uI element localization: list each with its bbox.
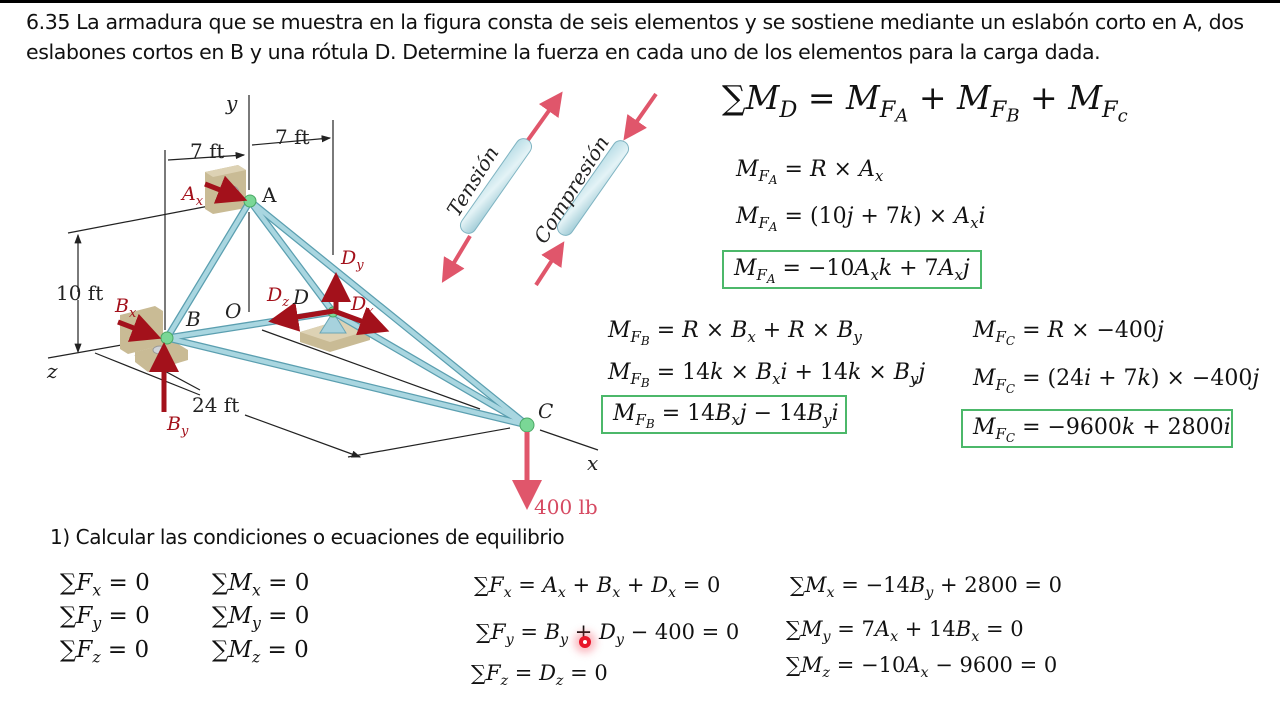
joint-C: [519, 417, 535, 433]
axis-z-label: z: [46, 359, 58, 383]
dimension-lines: [47, 95, 599, 458]
node-O-label: O: [225, 299, 241, 323]
problem-statement: 6.35 La armadura que se muestra en la fi…: [26, 7, 1256, 67]
force-Dy-label: Dy: [340, 247, 364, 273]
reaction-arrows: [117, 175, 390, 412]
dim-height-label: 10 ft: [56, 281, 103, 305]
joint-B: [160, 331, 174, 345]
legend-tension: [441, 91, 563, 283]
general-sum-mz: ∑Mz = 0: [212, 637, 309, 667]
legend-compression: [534, 92, 658, 287]
axis-y-label: y: [225, 91, 238, 115]
mfc-line-2: MFC = (24i + 7k) × −400j: [973, 366, 1260, 397]
general-sum-fx: ∑Fx = 0: [60, 570, 150, 600]
dim-left-label: 7 ft: [190, 139, 225, 163]
node-A-label: A: [261, 183, 277, 207]
top-border: [0, 0, 1280, 3]
force-Bx-label: Bx: [114, 295, 137, 321]
sum-mx-equation: ∑Mx = −14By + 2800 = 0: [790, 573, 1063, 601]
truss-figure: y x z 7 ft 7 ft 10 ft 24 ft A B C D O 40…: [46, 91, 658, 519]
mfb-line-1: MFB = R × Bx + R × By: [608, 318, 862, 349]
general-sum-mx: ∑Mx = 0: [212, 570, 310, 600]
node-D-label: D: [292, 285, 309, 309]
sum-my-equation: ∑My = 7Ax + 14Bx = 0: [786, 617, 1024, 645]
axis-x-label: x: [587, 451, 598, 475]
mouse-cursor-indicator: [579, 636, 591, 648]
mfa-line-2: MFA = (10j + 7k) × Axi: [736, 204, 986, 235]
truss-members: [163, 197, 531, 429]
arrow-Bx: [117, 313, 162, 342]
sum-fx-equation: ∑Fx = Ax + Bx + Dx = 0: [474, 573, 721, 601]
arrow-Ax: [204, 175, 248, 204]
step-1-title: 1) Calcular las condiciones o ecuaciones…: [50, 525, 565, 549]
sum-fy-equation: ∑Fy = By + Dy − 400 = 0: [476, 620, 740, 648]
problem-line-2: eslabones cortos en B y una rótula D. De…: [26, 40, 1101, 64]
sum-fz-equation: ∑Fz = Dz = 0: [471, 661, 608, 689]
force-By-label: By: [166, 413, 189, 439]
mfa-line-1: MFA = R × Ax: [736, 157, 884, 188]
general-sum-my: ∑My = 0: [212, 603, 310, 633]
dim-length-label: 24 ft: [192, 393, 239, 417]
mfc-result-box: MFC = −9600k + 2800i: [961, 409, 1233, 448]
mfb-line-2: MFB = 14k × Bxi + 14k × Byj: [608, 360, 926, 391]
arrow-Dx: [333, 306, 390, 336]
load-label: 400 lb: [534, 495, 598, 519]
node-C-label: C: [538, 399, 553, 423]
sum-moments-D-equation: ∑MD = MFA + MFB + MFc: [722, 78, 1128, 127]
force-Dx-label: Dx: [350, 293, 374, 319]
problem-line-1: 6.35 La armadura que se muestra en la fi…: [26, 10, 1244, 34]
joint-A: [243, 194, 257, 208]
sum-mz-equation: ∑Mz = −10Ax − 9600 = 0: [786, 653, 1058, 681]
mfa-result-box: MFA = −10Axk + 7Axj: [722, 250, 982, 289]
mfc-line-1: MFC = R × −400j: [973, 318, 1164, 349]
arrow-Dz: [268, 302, 335, 332]
force-Dz-label: Dz: [266, 284, 289, 310]
node-B-label: B: [185, 307, 201, 331]
general-sum-fz: ∑Fz = 0: [60, 637, 150, 667]
force-Ax-label: Ax: [180, 183, 204, 209]
dim-right-label: 7 ft: [275, 125, 310, 149]
mfb-result-box: MFB = 14Bxj − 14Byi: [601, 395, 847, 434]
general-sum-fy: ∑Fy = 0: [60, 603, 150, 633]
